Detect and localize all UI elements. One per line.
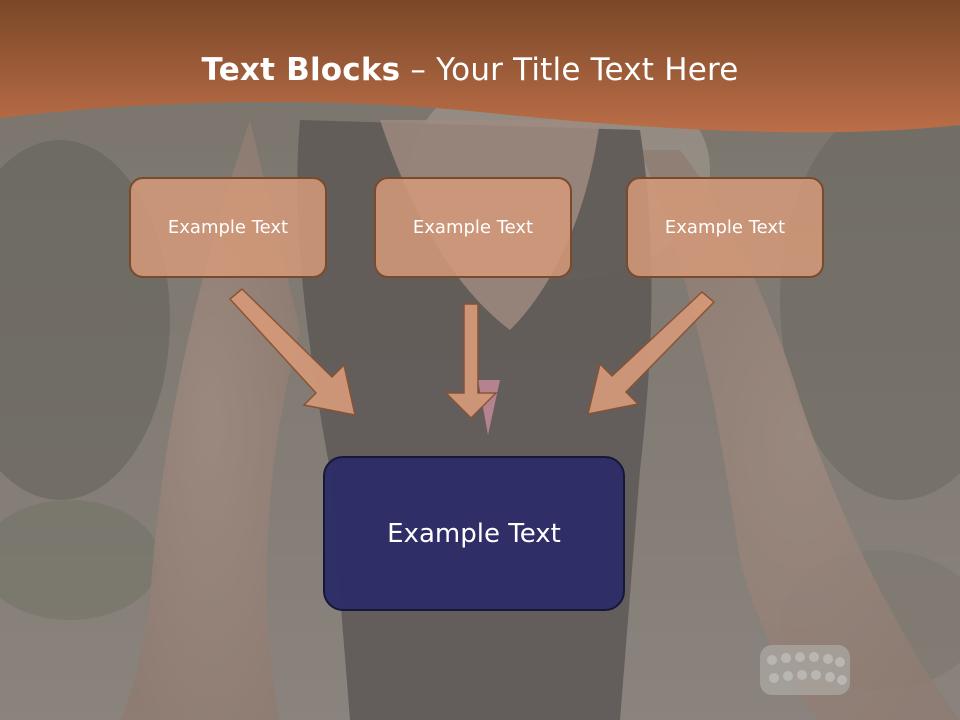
main-text-box: Example Text — [323, 456, 625, 611]
text-box-3: Example Text — [626, 177, 824, 278]
title-rest: – Your Title Text Here — [400, 52, 739, 88]
title-bold: Text Blocks — [201, 52, 401, 88]
arrow-center — [444, 303, 498, 420]
arrow-right — [586, 291, 716, 415]
arrow-left — [228, 287, 356, 416]
header-band — [0, 0, 960, 133]
text-box-2: Example Text — [374, 177, 572, 278]
text-box-1: Example Text — [129, 177, 327, 278]
slide-title: Text Blocks – Your Title Text Here — [0, 52, 940, 88]
